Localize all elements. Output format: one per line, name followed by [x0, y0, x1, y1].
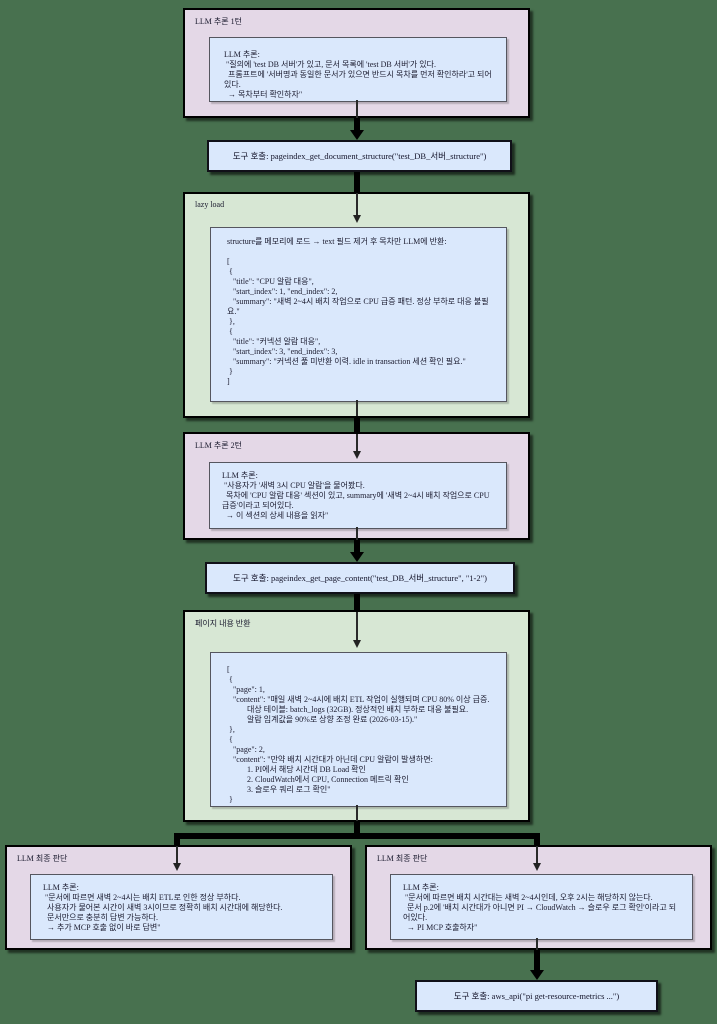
node-lazy-load: lazy load structure를 메모리에 로드 → text 필드 제… — [183, 192, 530, 418]
node-llm-turn-1: LLM 추론 1턴 LLM 추론: "질의에 'test DB 서버'가 있고,… — [183, 8, 530, 118]
node-final-right-title: LLM 최종 판단 — [377, 854, 428, 863]
node-llm-final-judgement-right: LLM 최종 판단 LLM 추론: "문서에 따르면 배치 시간대는 새벽 2~… — [365, 845, 712, 950]
node-llm-turn-2-reasoning-text: LLM 추론: "사용자가 '새벽 3시 CPU 알람'을 물어봤다. 목차에 … — [209, 462, 507, 529]
node-page-content-return-title: 페이지 내용 반환 — [195, 619, 251, 628]
node-lazy-load-title: lazy load — [195, 200, 225, 209]
tool-call-3-label: 도구 호출: aws_api("pi get-resource-metrics … — [453, 991, 620, 1001]
node-llm-turn-2: LLM 추론 2턴 LLM 추론: "사용자가 '새벽 3시 CPU 알람'을 … — [183, 432, 530, 540]
tool-call-1-label: 도구 호출: pageindex_get_document_structure(… — [232, 151, 487, 161]
node-llm-turn-2-title: LLM 추론 2턴 — [195, 441, 242, 450]
node-lazy-load-structure-json: structure를 메모리에 로드 → text 필드 제거 후 목차만 LL… — [210, 227, 507, 402]
node-tool-call-aws-api: 도구 호출: aws_api("pi get-resource-metrics … — [415, 980, 658, 1012]
node-tool-call-get-page-content: 도구 호출: pageindex_get_page_content("test_… — [205, 562, 515, 594]
node-tool-call-get-document-structure: 도구 호출: pageindex_get_document_structure(… — [207, 140, 512, 172]
node-final-left-reasoning-text: LLM 추론: "문서에 따르면 새벽 2~4시는 배치 ETL로 인한 정상 … — [30, 874, 333, 940]
node-llm-turn-1-reasoning-text: LLM 추론: "질의에 'test DB 서버'가 있고, 문서 목록에 't… — [209, 37, 507, 102]
node-final-right-reasoning-text: LLM 추론: "문서에 따르면 배치 시간대는 새벽 2~4시인데, 오후 2… — [390, 874, 693, 940]
node-final-left-title: LLM 최종 판단 — [17, 854, 68, 863]
node-llm-turn-1-title: LLM 추론 1턴 — [195, 17, 242, 26]
tool-call-2-label: 도구 호출: pageindex_get_page_content("test_… — [233, 573, 487, 583]
node-page-content-json: [ { "page": 1, "content": "매일 새벽 2~4시에 배… — [210, 652, 507, 807]
node-llm-final-judgement-left: LLM 최종 판단 LLM 추론: "문서에 따르면 새벽 2~4시는 배치 E… — [5, 845, 352, 950]
